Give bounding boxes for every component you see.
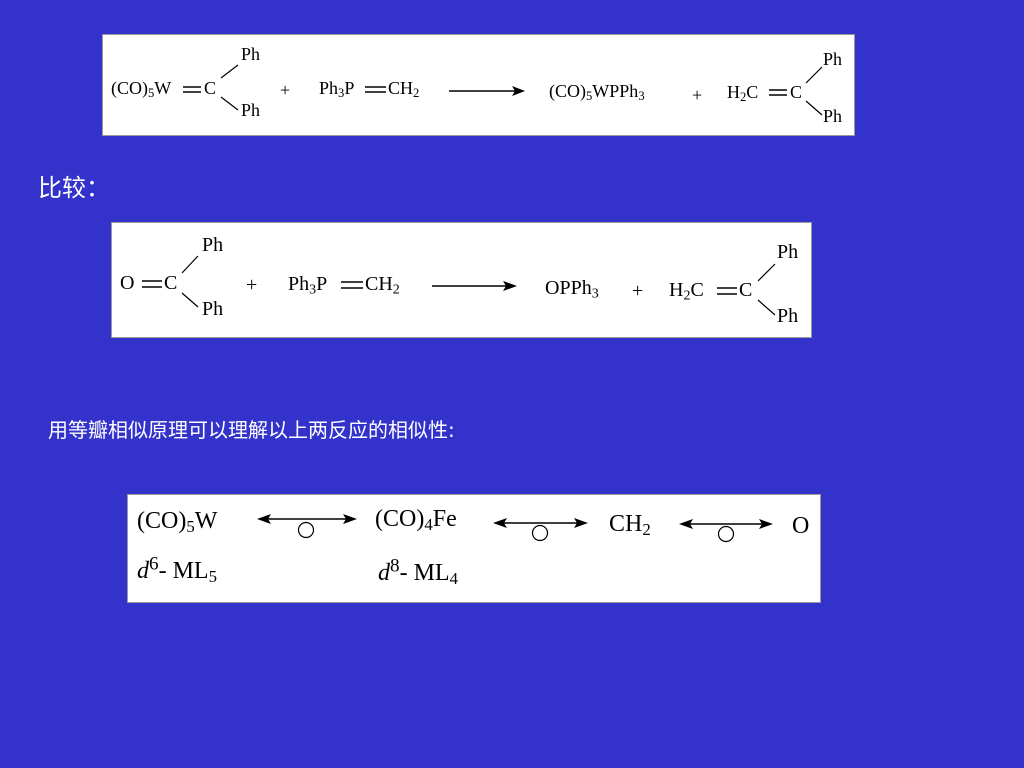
isolobal-arrow-2 xyxy=(493,518,588,542)
carbene-carbon: C xyxy=(204,78,217,98)
reactant-ylide-ph3p: Ph3P xyxy=(319,78,355,101)
phenyl-top: Ph xyxy=(241,44,261,64)
product-phosphine-oxide: OPPh3 xyxy=(545,277,599,302)
reactant-tungsten-carbene: (CO)5W xyxy=(111,78,172,101)
product-alkene-h2c: H2C xyxy=(669,279,704,304)
bond-c-ph-top xyxy=(220,64,239,79)
plus-sign: + xyxy=(280,80,291,100)
reactant-ylide-ph3p: Ph3P xyxy=(288,273,328,298)
reaction-1-panel: (CO)5W C Ph Ph + Ph3P CH2 (CO)5WPPh3 + H… xyxy=(102,34,855,136)
plus-sign: + xyxy=(632,280,644,302)
product-tungsten-phosphine: (CO)5WPPh3 xyxy=(549,81,645,104)
bond-c-ph-bottom xyxy=(181,292,199,308)
reactant-ylide-ch2: CH2 xyxy=(388,78,420,101)
phenyl-bottom: Ph xyxy=(202,298,224,320)
bond-c-ph-bottom xyxy=(220,96,239,111)
product-alkene-h2c: H2C xyxy=(727,82,759,105)
reaction-2-panel: O C Ph Ph + Ph3P CH2 OPPh3 + H2C C Ph Ph xyxy=(111,222,812,338)
bond-product-ph-bottom xyxy=(805,100,823,116)
bond-product-ph-bottom xyxy=(757,299,776,316)
phenyl-top: Ph xyxy=(777,241,799,263)
product-alkene-carbon: C xyxy=(739,279,753,301)
bond-product-ph-top xyxy=(757,263,776,282)
compare-label: 比较： xyxy=(38,174,110,202)
plus-sign: + xyxy=(692,85,703,105)
phenyl-top: Ph xyxy=(823,49,843,69)
bond-c-ph-top xyxy=(181,255,199,274)
phenyl-top: Ph xyxy=(202,234,224,256)
fragment-ch2: CH2 xyxy=(609,511,651,540)
reaction-1-bonds xyxy=(183,64,823,116)
reaction-2-bonds xyxy=(142,255,776,316)
phenyl-bottom: Ph xyxy=(823,106,843,126)
reactant-carbonyl-oxygen: O xyxy=(120,272,135,294)
carbonyl-carbon: C xyxy=(164,272,178,294)
fragment-w-config: d6- ML5 xyxy=(137,553,217,587)
bond-product-ph-top xyxy=(805,66,823,84)
isolobal-panel: (CO)5W d6- ML5 (CO)4Fe d8- ML4 CH2 O xyxy=(127,494,821,603)
plus-sign: + xyxy=(246,274,258,296)
reaction-arrow-head xyxy=(503,281,517,291)
product-alkene-carbon: C xyxy=(790,82,803,102)
isolobal-arrow-1 xyxy=(257,514,357,539)
phenyl-bottom: Ph xyxy=(241,100,261,120)
isolobal-arrows xyxy=(257,514,773,543)
fragment-oxygen: O xyxy=(792,513,810,539)
reaction-arrow-head xyxy=(512,86,525,96)
isolobal-explanation: 用等瓣相似原理可以理解以上两反应的相似性: xyxy=(48,418,455,442)
reactant-ylide-ch2: CH2 xyxy=(365,273,400,298)
isolobal-arrow-3 xyxy=(679,519,773,543)
fragment-fe-config: d8- ML4 xyxy=(378,555,458,589)
fragment-w-co5: (CO)5W xyxy=(137,508,218,537)
phenyl-bottom: Ph xyxy=(777,305,799,327)
fragment-fe-co4: (CO)4Fe xyxy=(375,506,457,535)
